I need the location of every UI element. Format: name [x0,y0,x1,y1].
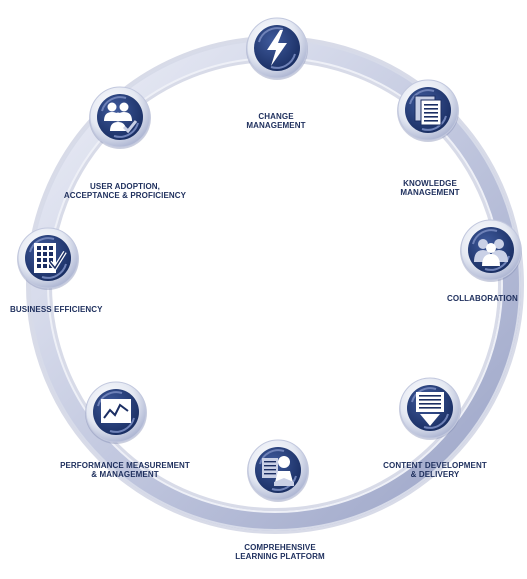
reading-person-icon [246,438,310,502]
line-chart-icon [84,380,148,444]
node-badge [85,381,147,444]
node-badge [247,439,309,502]
label-content-development: CONTENT DEVELOPMENT& DELIVERY [383,461,487,479]
label-user-adoption: USER ADOPTION,ACCEPTANCE & PROFICIENCY [63,182,187,200]
label-business-efficiency: BUSINESS EFFICIENCY [10,305,103,314]
content-delivery-icon [398,376,462,440]
documents-icon [396,78,460,142]
node-badge [397,79,459,142]
building-checkmark-icon [16,226,80,290]
node-badge [460,219,522,282]
node-badge [246,17,308,80]
node-badge [399,377,461,440]
node-badge [17,227,79,290]
node-badge [89,86,151,149]
people-group-icon [459,218,523,282]
lightning-bolt-icon [245,16,309,80]
users-checkmark-icon [88,85,152,149]
label-collaboration: COLLABORATION [447,294,518,303]
label-performance-measurement: PERFORMANCE MEASUREMENT& MANAGEMENT [60,461,190,479]
